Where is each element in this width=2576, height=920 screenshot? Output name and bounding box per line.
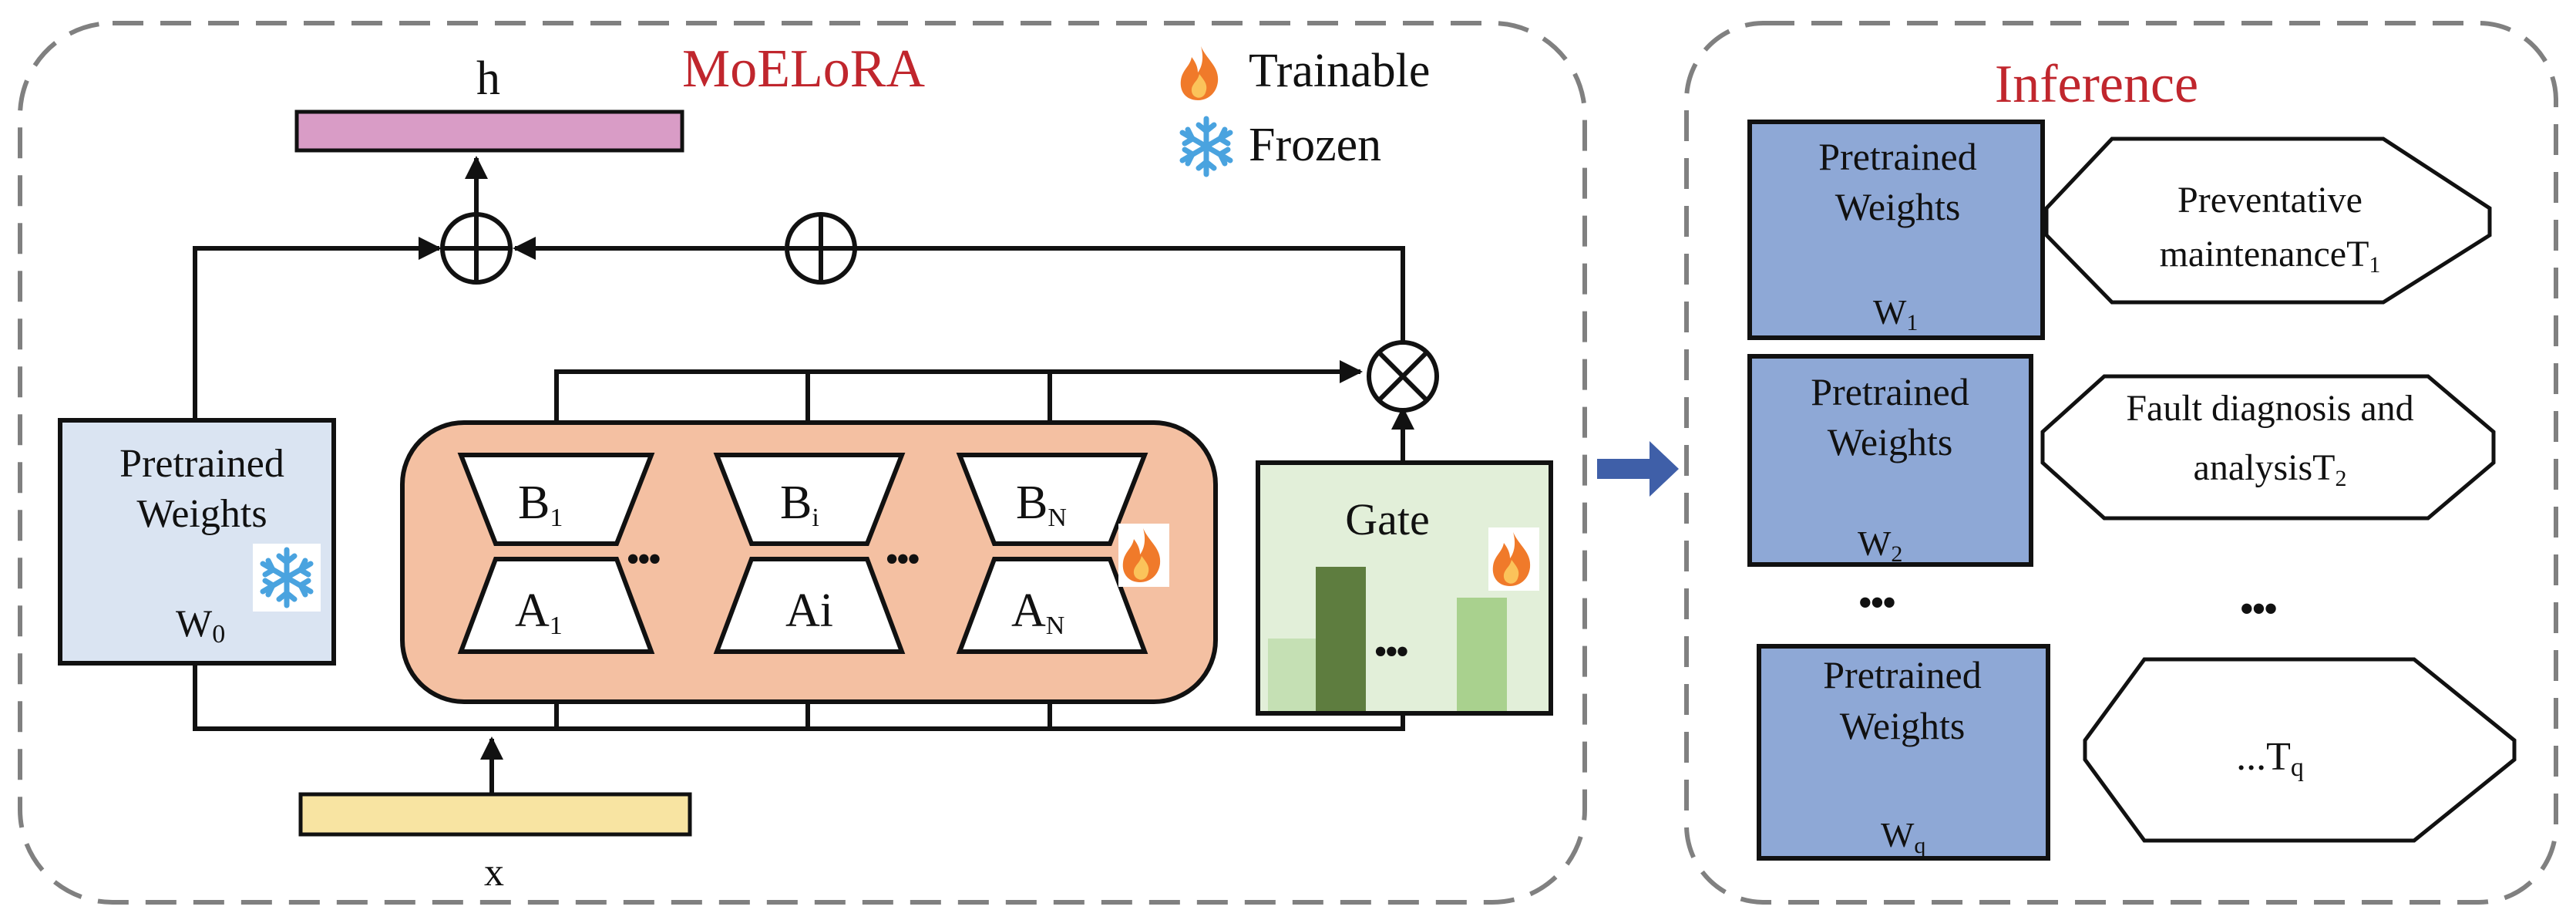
trainable-label: Trainable — [1249, 45, 1430, 97]
expert-1 — [457, 453, 655, 654]
inference-ellipsis-left: ••• — [1858, 579, 1895, 627]
pretrained-weights-w1 — [1747, 120, 2045, 340]
expert-n-a-label: AN — [1011, 585, 1064, 640]
expert-1-b-label: B1 — [518, 477, 563, 532]
inference-row-1: Pretrained Weights W1 Preventative maint… — [1747, 120, 2492, 340]
task-2-line2: analysisT2 — [2194, 447, 2347, 491]
inference-ellipsis-right: ••• — [2239, 585, 2276, 633]
gate-bar-2 — [1316, 567, 1366, 711]
gate-bar-1 — [1268, 639, 1316, 711]
inference-panel-frame — [1684, 21, 2558, 905]
task-1-line1: Preventative — [2177, 180, 2362, 221]
pretrained-line2: Weights — [136, 492, 267, 536]
moelora-title: MoELoRA — [682, 39, 925, 99]
gate-label: Gate — [1345, 494, 1430, 544]
inference-row-2: Pretrained Weights W2 Fault diagnosis an… — [1747, 354, 2496, 567]
wq-label: Wq — [1881, 815, 1925, 858]
pretrained-line1: Pretrained — [119, 442, 284, 486]
sum-node-left — [440, 212, 513, 285]
gate-ellipsis: ••• — [1374, 630, 1407, 674]
wq-line1: Pretrained — [1823, 653, 1981, 696]
pretrained-weights-w2 — [1747, 354, 2033, 567]
expert-i-a — [713, 557, 906, 654]
expert-ellipsis-1: ••• — [626, 538, 660, 581]
expert-n — [956, 453, 1148, 654]
fire-icon — [1180, 46, 1219, 100]
fire-icon — [1118, 524, 1169, 587]
w2-line2: Weights — [1828, 420, 1953, 463]
input-label: x — [484, 851, 504, 895]
task-1-line2: maintenanceT1 — [2160, 234, 2381, 278]
snowflake-icon — [1179, 116, 1233, 177]
expert-n-b-label: BN — [1016, 477, 1067, 532]
task-octagon-q — [2083, 657, 2517, 843]
trainable-legend: Trainable — [1180, 45, 1430, 100]
sum-node-right — [785, 212, 857, 285]
task-octagon-1 — [2044, 136, 2492, 305]
expert-i-b-label: Bi — [780, 477, 819, 532]
gate-bar-3 — [1457, 598, 1507, 711]
frozen-label: Frozen — [1249, 119, 1381, 171]
pretrained-weights-wq — [1757, 644, 2050, 861]
moelora-panel-frame — [18, 21, 1587, 905]
expert-n-b — [956, 453, 1148, 546]
expert-1-a — [457, 557, 655, 654]
task-q-line2: ...Tq — [2236, 735, 2304, 782]
task-2-line1: Fault diagnosis and — [2126, 388, 2413, 429]
w1-label: W1 — [1873, 292, 1918, 335]
output-bar — [294, 110, 684, 153]
flow-arrow — [1597, 441, 1679, 497]
wq-line2: Weights — [1840, 704, 1966, 747]
expert-n-a — [956, 557, 1148, 654]
w1-line1: Pretrained — [1818, 135, 1976, 178]
pretrained-weights-frozen: Pretrained Weights W0 — [58, 418, 336, 666]
weight-w0: W0 — [176, 602, 225, 649]
input-bar — [298, 792, 692, 837]
w1-line2: Weights — [1835, 185, 1961, 228]
w2-line1: Pretrained — [1811, 370, 1969, 413]
expert-1-b — [457, 453, 655, 546]
expert-i — [713, 453, 906, 654]
expert-ellipsis-2: ••• — [885, 538, 919, 581]
task-octagon-2 — [2040, 374, 2496, 521]
fire-icon — [1488, 527, 1539, 591]
expert-i-a-label: Ai — [785, 585, 833, 637]
expert-i-b — [713, 453, 906, 546]
output-label: h — [476, 52, 500, 105]
inference-row-q: Pretrained Weights Wq ...Tq — [1757, 644, 2517, 861]
expert-1-a-label: A1 — [515, 585, 563, 640]
snowflake-icon — [260, 547, 314, 608]
multiply-node — [1367, 340, 1439, 413]
w2-label: W2 — [1858, 524, 1902, 567]
gate-box: Gate ••• — [1256, 460, 1553, 716]
frozen-legend: Frozen — [1179, 116, 1381, 177]
inference-title: Inference — [1995, 55, 2198, 114]
